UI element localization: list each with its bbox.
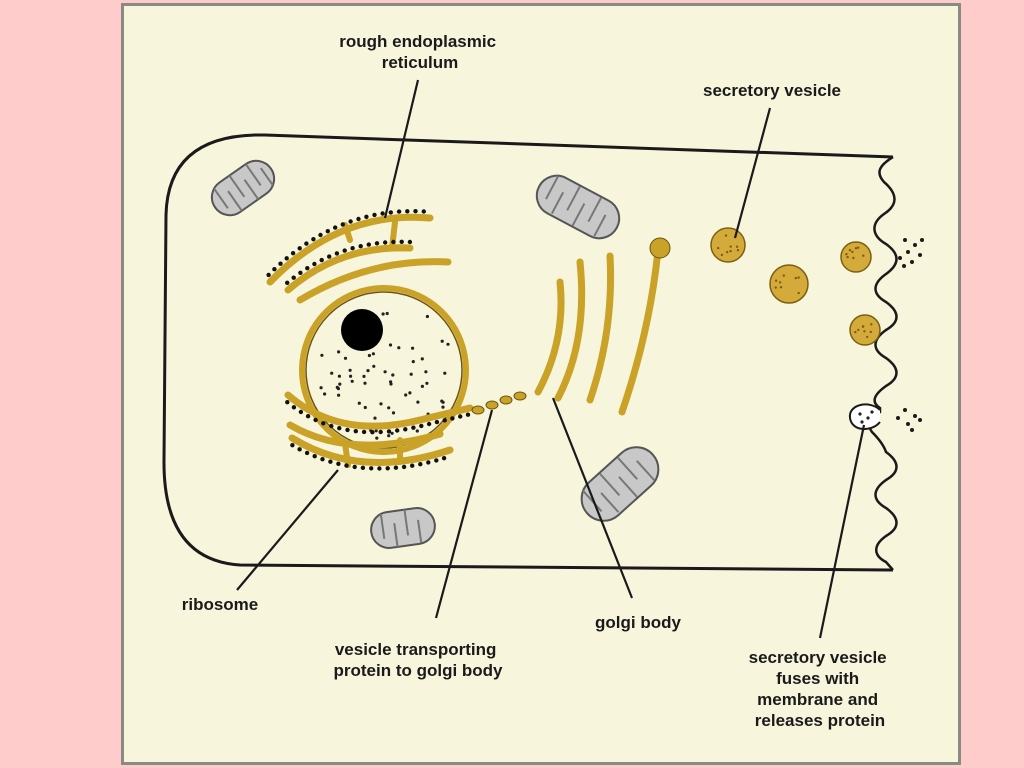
label-golgi-body: golgi body	[595, 613, 681, 632]
released-protein-dots	[896, 238, 924, 432]
secretory-vesicles	[710, 227, 881, 346]
mitochondrion-3	[580, 446, 660, 522]
rough-er-upper	[266, 213, 452, 304]
leader-lines	[236, 79, 866, 639]
nucleus	[299, 285, 469, 455]
golgi-body	[534, 246, 662, 416]
label-secretory-vesicle: secretory vesicle	[703, 81, 841, 100]
nucleolus	[341, 309, 383, 351]
mitochondrion-4	[370, 507, 436, 549]
transport-vesicles	[471, 391, 527, 415]
cell-membrane	[162, 133, 894, 572]
label-vesicle-fuses: secretory vesicle fuses with membrane an…	[749, 648, 892, 730]
label-rough-er: rough endoplasmic reticulum	[339, 32, 501, 72]
label-vesicle-transport: vesicle transporting protein to golgi bo…	[333, 640, 503, 680]
ribosomes	[266, 209, 471, 471]
label-ribosome: ribosome	[182, 595, 259, 614]
fusing-vesicle-protein	[858, 410, 874, 424]
mitochondrion-1	[210, 159, 276, 217]
membrane-wavy-edge	[868, 155, 898, 571]
mitochondrion-2	[535, 174, 621, 240]
golgi-vesicle-bud	[649, 237, 671, 259]
rough-er-lower	[284, 391, 474, 468]
